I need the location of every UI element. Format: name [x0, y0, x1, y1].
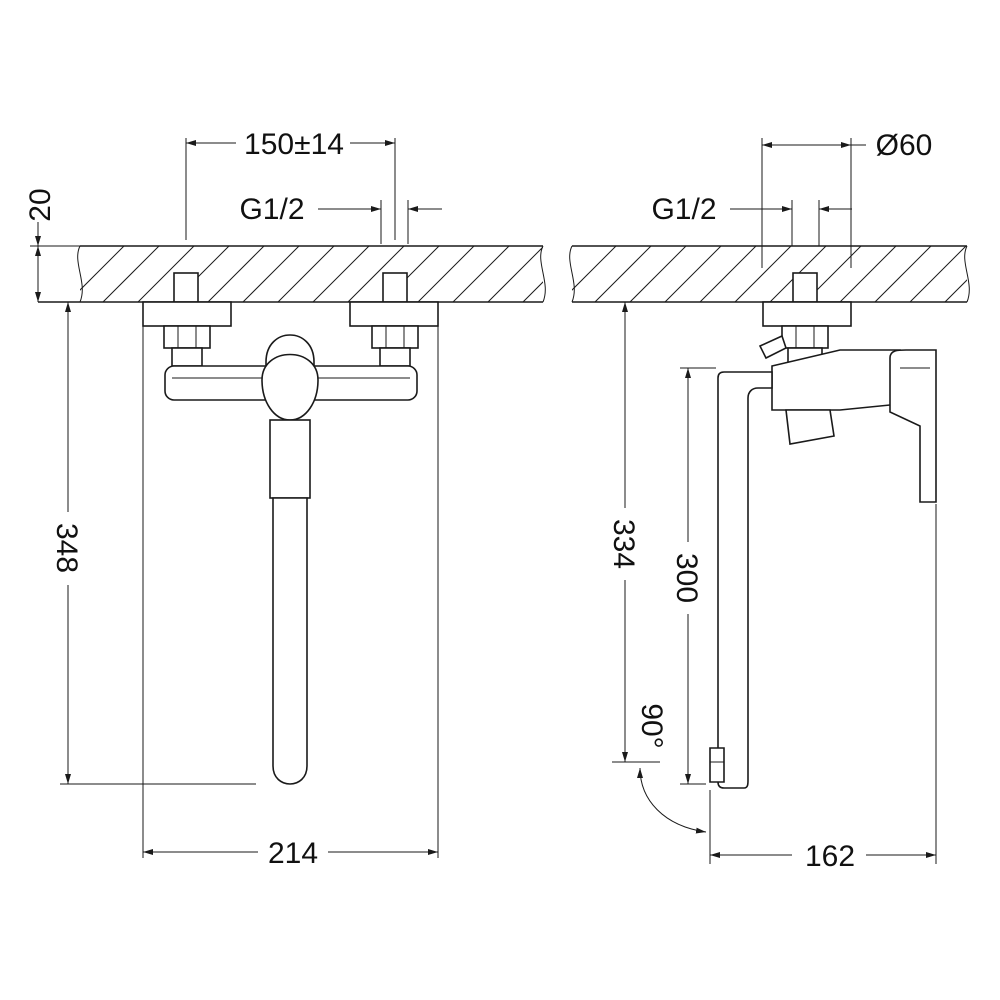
- front-left-nut: [163, 325, 211, 367]
- front-left-escutcheon: [142, 301, 232, 327]
- dimension-label-thread-side: G1/2: [651, 193, 716, 226]
- dimension-thread-front: G1/2: [239, 193, 442, 226]
- front-wall: [38, 245, 546, 303]
- dimension-label-wall-offset: 20: [24, 188, 57, 221]
- side-inlet: [792, 272, 818, 303]
- dimension-front-width: 214: [143, 837, 438, 870]
- side-wall: [569, 245, 970, 303]
- front-left-inlet: [173, 272, 199, 303]
- side-escutcheon: [762, 301, 852, 327]
- side-lever: [758, 334, 787, 360]
- dimension-wall-offset: 20: [24, 188, 57, 302]
- dimension-label-side-height: 334: [607, 519, 640, 569]
- front-spout-hub: [261, 353, 319, 421]
- front-right-inlet: [382, 272, 408, 303]
- dimension-label-front-height: 348: [50, 523, 83, 573]
- dimension-swivel-angle: 90°: [635, 703, 707, 834]
- dimension-label-inlet-spacing: 150±14: [244, 128, 344, 161]
- dimension-side-depth: 162: [710, 840, 936, 873]
- dimension-inlet-spacing: 150±14: [186, 128, 395, 161]
- front-spout-lower: [272, 497, 308, 785]
- dimension-label-side-depth: 162: [805, 840, 855, 873]
- dimension-label-thread-front: G1/2: [239, 193, 304, 226]
- front-view: 150±14 G1/2 20 348 214: [24, 128, 546, 870]
- front-right-escutcheon: [349, 301, 439, 327]
- dimension-label-swivel-angle: 90°: [635, 703, 668, 748]
- dimension-side-height: 334: [607, 302, 640, 762]
- dimension-label-front-width: 214: [268, 837, 318, 870]
- side-view: Ø60 G1/2 334 300 90° 162: [569, 129, 970, 873]
- dimension-outlet-diameter: Ø60: [762, 129, 932, 162]
- dimension-spout-height: 300: [670, 368, 703, 784]
- side-spout-tip: [709, 747, 725, 783]
- side-spout: [717, 371, 773, 789]
- front-spout-upper: [269, 419, 311, 499]
- side-outlet-nozzle: [785, 409, 835, 445]
- dimension-label-spout-height: 300: [670, 553, 703, 603]
- front-right-nut: [371, 325, 419, 367]
- side-handle: [889, 349, 937, 503]
- dimension-thread-side: G1/2: [651, 193, 852, 226]
- dimension-label-outlet-diameter: Ø60: [876, 129, 933, 162]
- dimension-front-height: 348: [50, 302, 83, 784]
